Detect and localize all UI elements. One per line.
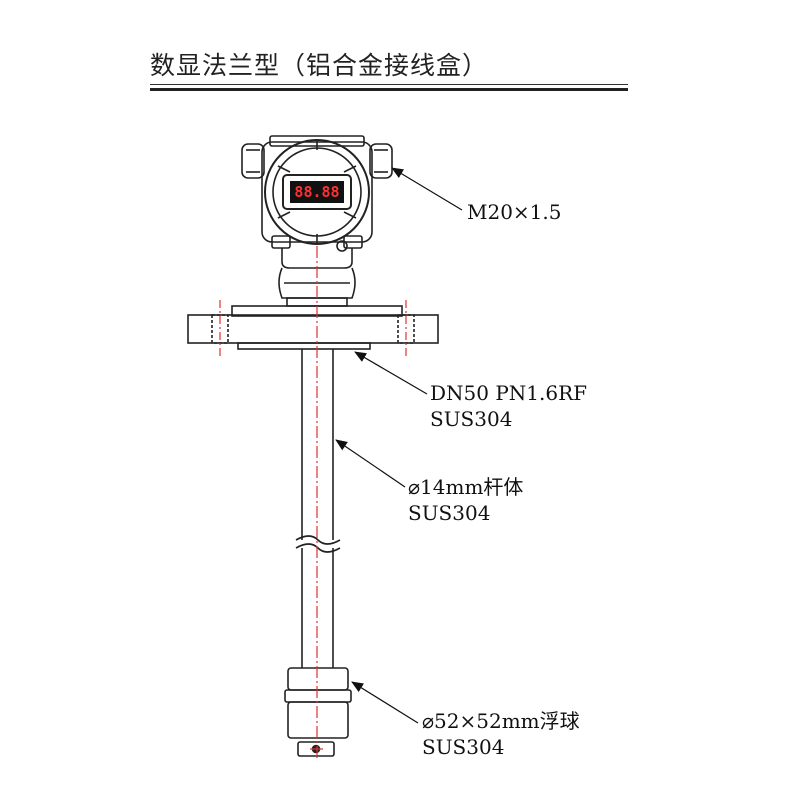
earth-screw	[336, 240, 348, 252]
flange-plate	[187, 314, 439, 344]
label-flange-material: SUS304	[430, 407, 513, 431]
drawing-title: 数显法兰型（铝合金接线盒）	[150, 51, 489, 80]
label-thread: M20×1.5	[467, 200, 562, 224]
junction-box	[241, 135, 393, 307]
float-ball	[284, 667, 352, 757]
left-cable-gland	[241, 143, 265, 179]
rod	[295, 349, 341, 668]
flange	[187, 305, 439, 350]
flange-face	[237, 342, 371, 350]
right-cable-gland	[369, 143, 393, 179]
title-rule-thick	[150, 88, 628, 91]
leader-rod	[335, 439, 406, 488]
leader-flange	[354, 351, 428, 395]
stop-collar	[297, 741, 335, 757]
label-rod-spec: ⌀14mm杆体	[408, 475, 524, 499]
float-band	[284, 689, 352, 703]
label-float-material: SUS304	[422, 735, 505, 759]
digital-display	[290, 181, 344, 203]
float-upper	[287, 667, 349, 691]
bolt-hole-centerlines	[219, 300, 407, 356]
float-lower	[287, 701, 349, 739]
left-lug	[271, 235, 291, 249]
display-bezel	[282, 174, 352, 210]
leader-float	[351, 681, 419, 724]
title-rule-thin	[150, 84, 628, 85]
label-flange-spec: DN50 PN1.6RF	[430, 381, 588, 405]
label-float-spec: ⌀52×52mm浮球	[422, 709, 580, 733]
display-reading: 88.88	[294, 183, 339, 201]
label-rod-material: SUS304	[408, 501, 491, 525]
leader-thread	[391, 167, 463, 211]
